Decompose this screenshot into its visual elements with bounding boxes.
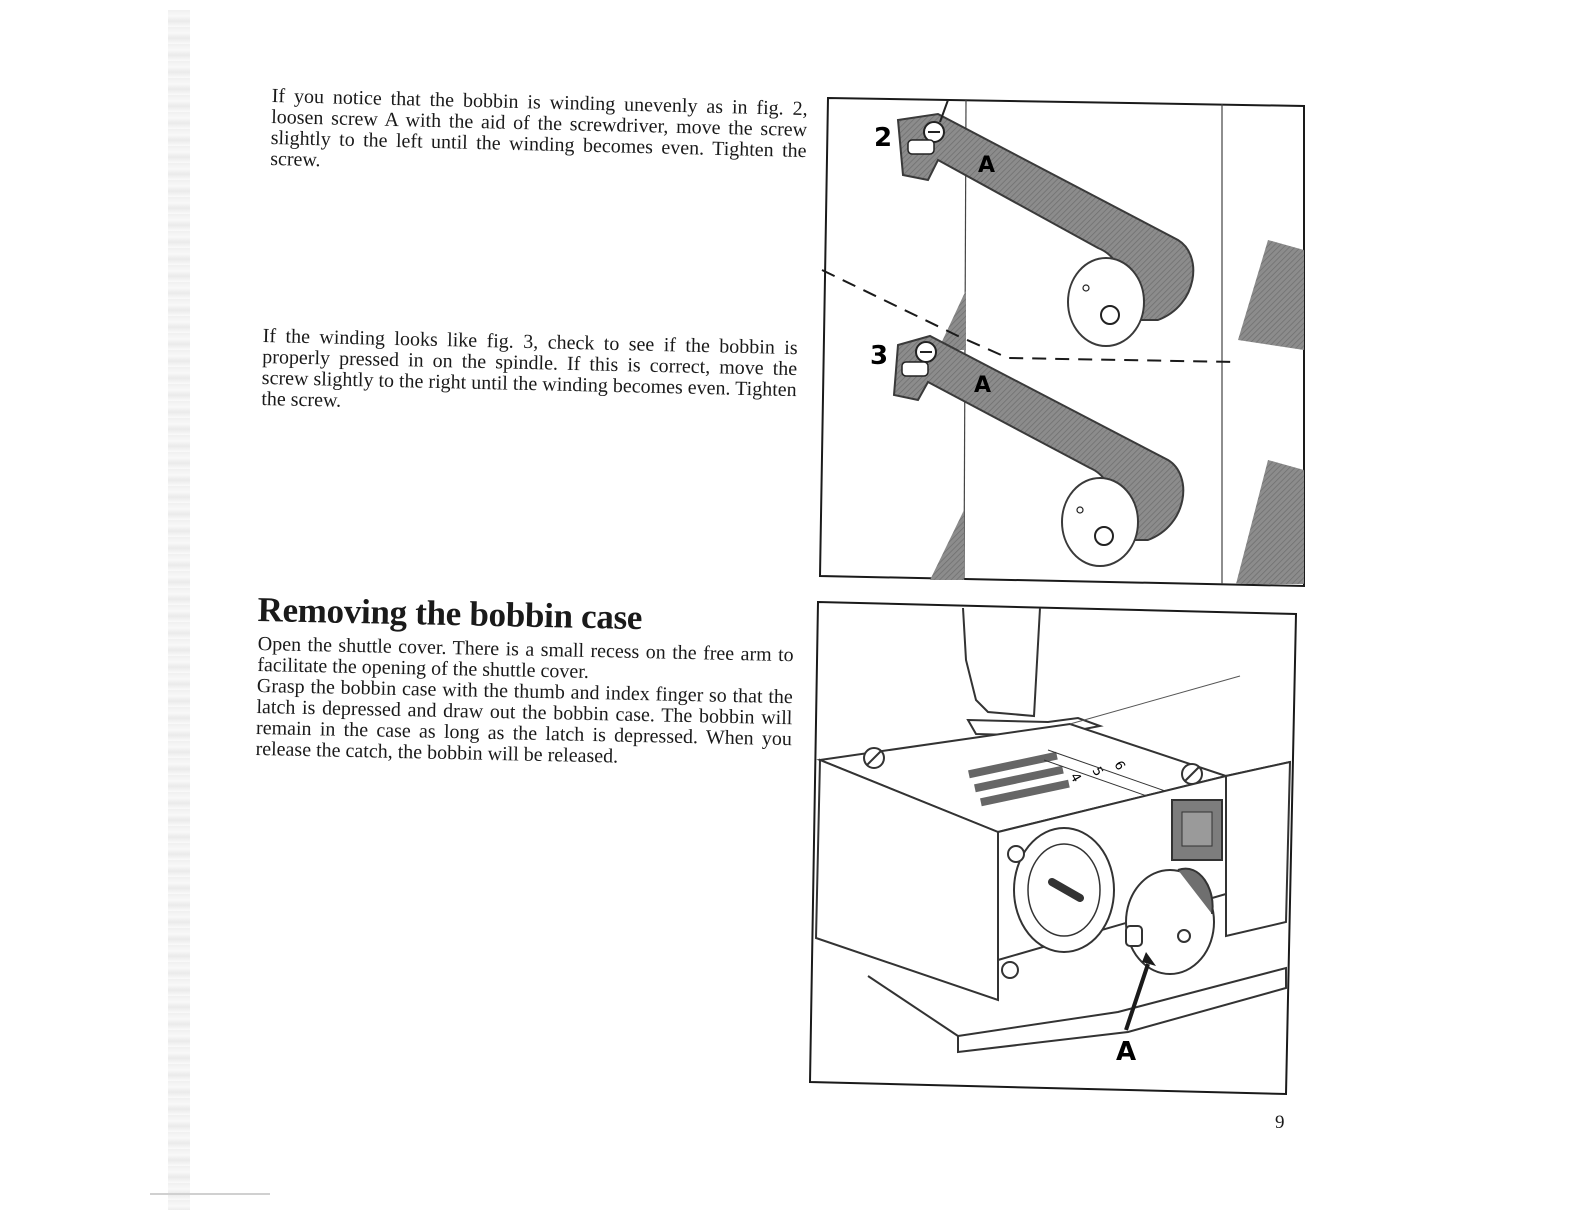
paragraph-removing-bobbin-case: Open the shuttle cover. There is a small… (255, 633, 794, 771)
latch-a-label: A (1116, 1037, 1136, 1067)
page-binding-edge (168, 10, 190, 1210)
dashed-separator (821, 269, 1239, 363)
bobbin-fig2 (1067, 257, 1145, 347)
section-heading: Removing the bobbin case (257, 590, 643, 638)
paragraph-uneven-winding-fig3: If the winding looks like fig. 3, check … (261, 325, 798, 412)
figure-bobbin-winder: 2 A 3 A (818, 90, 1310, 590)
bobbin-case-illustration: 4 5 6 A (808, 600, 1298, 1096)
feed-dog-slots (968, 751, 1070, 807)
page-number: 9 (1275, 1112, 1285, 1133)
bobbin-case (1125, 867, 1215, 975)
paragraph-uneven-winding-fig2: If you notice that the bobbin is winding… (269, 85, 808, 172)
page-bottom-edge (150, 1193, 270, 1195)
screw-a-label-fig3: A (974, 373, 991, 398)
shuttle-cover (957, 966, 1287, 1054)
figure-frame (808, 600, 1298, 1096)
paragraph-line-open-cover: Open the shuttle cover. There is a small… (257, 633, 794, 683)
figure-frame (818, 96, 1305, 588)
fig3-label: 3 (870, 341, 888, 371)
latch-arrow-icon (1124, 963, 1150, 1031)
winder-arm-fig2: 2 A (874, 99, 1195, 347)
figure-removing-bobbin-case: 4 5 6 A (808, 600, 1302, 1096)
screw-a-label-fig2: A (978, 153, 995, 178)
fig2-label: 2 (874, 123, 892, 153)
bobbin-winder-illustration: 2 A 3 A (818, 96, 1305, 588)
bobbin-fig3 (1061, 477, 1139, 567)
winder-arm-fig3: 3 A (870, 334, 1185, 567)
presser-foot (962, 607, 1041, 718)
paragraph-line-grasp-case: Grasp the bobbin case with the thumb and… (255, 674, 794, 768)
